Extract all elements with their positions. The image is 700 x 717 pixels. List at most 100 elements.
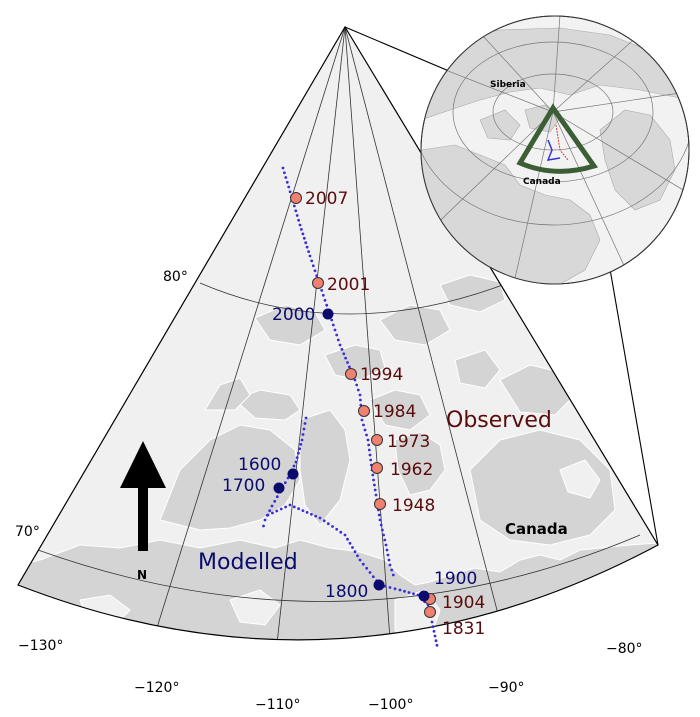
modelled-path-dot [298, 447, 301, 451]
modelled-path-dot [379, 523, 383, 527]
observed-label: 2007 [305, 189, 348, 209]
modelled-path-dot [360, 418, 364, 422]
modelled-path-dot [356, 388, 360, 392]
modelled-path-dot [281, 166, 285, 170]
modelled-path-dot [310, 259, 314, 263]
modelled-path-dot [403, 589, 406, 593]
modelled-path-dot [359, 398, 362, 402]
observed-points [290, 192, 436, 618]
modelled-path-dot [308, 254, 312, 258]
longitude-label-100: −100° [368, 697, 413, 713]
modelled-path-dot [431, 625, 435, 629]
modelled-path-dot [292, 204, 296, 208]
modelled-path-dot [383, 538, 387, 542]
modelled-path-dot [355, 383, 359, 387]
modelled-path-dot [297, 507, 300, 511]
modelled-path-dot [330, 318, 334, 322]
modelled-path-dot [373, 483, 376, 487]
modelled-path-dot [275, 509, 279, 513]
modelled-path-dot [358, 393, 362, 397]
modelled-point-1600 [287, 468, 299, 480]
modelled-point-1700 [273, 482, 285, 494]
modelled-path-dot [275, 495, 279, 499]
modelled-path-dot [407, 591, 411, 594]
observed-label: 1984 [373, 402, 416, 422]
modelled-path-dot [304, 416, 308, 420]
north-arrow-icon [120, 441, 166, 488]
modelled-path-dot [284, 505, 287, 509]
observed-label: 1994 [360, 365, 403, 385]
modelled-path-dot [373, 488, 377, 492]
modelled-path-dot [369, 458, 373, 462]
modelled-path-dot [386, 553, 390, 557]
latitude-label-70: 70° [15, 524, 40, 540]
modelled-path-dot [340, 348, 344, 351]
modelled-path-dot [344, 356, 347, 360]
modelled-path-dot [302, 236, 306, 240]
modelled-path-dot [320, 289, 324, 292]
modelled-path-dot [343, 533, 347, 537]
north-label: N [137, 568, 147, 582]
modelled-path-dot [294, 460, 298, 464]
modelled-path-dot [372, 478, 375, 482]
modelled-path-dot [305, 245, 309, 249]
modelled-path-dot [398, 588, 402, 592]
modelled-path-dot [371, 575, 375, 579]
modelled-label: 1700 [222, 476, 265, 496]
modelled-point-2000 [322, 308, 334, 320]
modelled-path-dot [313, 269, 317, 273]
modelled-path-dot [342, 352, 346, 356]
modelled-path-dot [295, 214, 299, 217]
modelled-path-dot [368, 571, 372, 574]
observed-point-1984 [358, 405, 370, 417]
modelled-path-dot [301, 433, 305, 436]
modelled-path-dot [365, 433, 368, 437]
modelled-path-dot [388, 586, 392, 589]
modelled-path-dot [302, 427, 306, 431]
globe-wedge-outline [516, 103, 599, 174]
latitude-label-80: 80° [163, 269, 188, 285]
longitude-label-90: −90° [488, 680, 525, 696]
modelled-path-dot [366, 438, 370, 442]
modelled-path-dot [384, 543, 388, 547]
modelled-series-label: Modelled [198, 550, 298, 575]
modelled-path-dot [346, 537, 349, 541]
modelled-path-dot [412, 592, 415, 596]
modelled-path-dot [433, 634, 437, 638]
modelled-path-dot [435, 643, 439, 647]
modelled-path-dot [432, 629, 436, 633]
modelled-path-dot [297, 218, 300, 222]
modelled-path-dot [326, 522, 330, 526]
modelled-path-dot [367, 443, 371, 447]
modelled-path-dot [381, 528, 384, 532]
modelled-path-dot [295, 456, 299, 459]
observed-series-label: Observed [446, 408, 552, 433]
map-wedge [17, 25, 659, 641]
modelled-path-dot [285, 180, 289, 184]
globe-siberia-label: Siberia [490, 80, 526, 90]
modelled-path-dot [263, 518, 267, 522]
modelled-point-1800 [373, 579, 385, 591]
longitude-label-120: −120° [134, 680, 179, 696]
modelled-path-dot [288, 503, 292, 507]
modelled-path-dot [331, 525, 334, 528]
observed-point-1994 [345, 368, 357, 380]
modelled-path-dot [305, 511, 309, 514]
modelled-path-dot [301, 509, 305, 512]
observed-label: 1962 [390, 460, 433, 480]
modelled-path-dot [321, 293, 325, 297]
modelled-path-dot [374, 493, 378, 497]
modelled-path-dot [333, 328, 337, 332]
modelled-path-dot [292, 464, 296, 468]
modelled-path-dot [266, 513, 270, 517]
observed-point-2007 [290, 192, 302, 204]
modelled-path-dot [325, 303, 329, 307]
observed-label: 1948 [392, 496, 435, 516]
modelled-path-dot [434, 639, 438, 643]
modelled-path-dot [346, 361, 349, 364]
modelled-path-dot [351, 546, 354, 549]
modelled-path-dot [299, 443, 303, 446]
modelled-label: 2000 [272, 305, 315, 325]
longitude-label-110: −110° [255, 697, 300, 713]
modelled-label: 1900 [434, 569, 477, 589]
